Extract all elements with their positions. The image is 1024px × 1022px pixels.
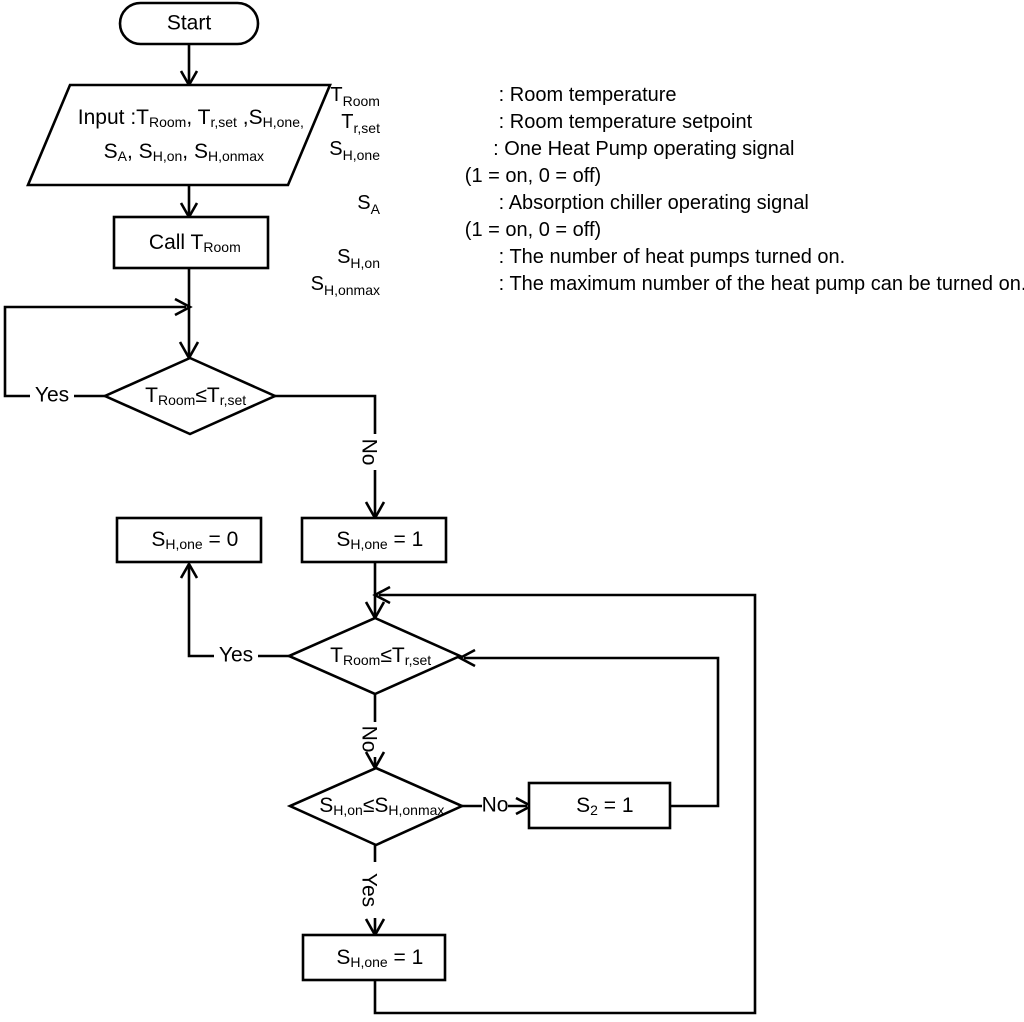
- legend-row-shone: SH,one : One Heat Pump operating signal …: [268, 138, 844, 187]
- node-input-label-line1: Input :TRoom, Tr,set ,SH,one,: [25, 106, 344, 134]
- node-start-label: Start: [167, 12, 212, 35]
- edge-outer-feedback-loop: [372, 585, 757, 1015]
- d2-rhs-sub: r,set: [405, 652, 432, 668]
- input-l1-mid1: , T: [186, 106, 210, 129]
- node-decision1-label: TRoom≤Tr,set: [93, 384, 287, 412]
- legend-row-sa: SA : Absorption chiller operating signal…: [296, 192, 859, 241]
- legend-symbol-sa: SA: [296, 192, 430, 219]
- edge-label-decision1-no: No: [357, 439, 380, 466]
- node-s2-label: S2 = 1: [524, 794, 675, 818]
- node-call-troom[interactable]: Call TRoom: [96, 215, 281, 270]
- d3-rhs-sub: H,onmax: [388, 802, 444, 818]
- node-start[interactable]: Start: [118, 1, 260, 46]
- node-decision2-label: TRoom≤Tr,set: [278, 644, 472, 672]
- legend-desc-shon: : The number of heat pumps turned on.: [432, 246, 895, 268]
- edge-sh1-to-decision2: [364, 562, 386, 621]
- edge-label-decision2-no: No: [357, 726, 380, 753]
- input-l1-sub1: Room: [149, 114, 186, 130]
- legend-note-shone: (1 = on, 0 = off): [465, 165, 601, 187]
- legend-symbol-shonmax: SH,onmax: [249, 273, 430, 300]
- input-l2-b: , S: [127, 140, 153, 163]
- node-decision-room-temp-2[interactable]: TRoom≤Tr,set: [278, 616, 472, 696]
- input-l1-prefix: Input :T: [78, 106, 149, 129]
- legend-desc-troom: : Room temperature: [432, 84, 727, 106]
- d1-lhs-sub: Room: [158, 392, 195, 408]
- input-l2-c: , S: [182, 140, 208, 163]
- input-l2-sub-a: A: [118, 148, 128, 164]
- input-l1-mid2: ,S: [237, 106, 263, 129]
- node-decision-room-temp-1[interactable]: TRoom≤Tr,set: [93, 356, 287, 436]
- node-set-s2-1[interactable]: S2 = 1: [524, 781, 675, 830]
- input-l1-sub3: H,one,: [263, 114, 304, 130]
- edge-start-to-input: [179, 43, 199, 88]
- node-set-sh-one-0[interactable]: SH,one = 0: [99, 516, 279, 564]
- legend-row-troom: TRoom : Room temperature: [270, 84, 727, 111]
- edge-label-decision3-no: No: [482, 794, 509, 817]
- edge-label-decision3-yes: Yes: [357, 873, 380, 907]
- edge-input-to-call: [179, 185, 199, 220]
- edge-label-decision2-yes: Yes: [219, 644, 253, 667]
- s2-sub: 2: [590, 802, 598, 818]
- sh1b-sub: H,one: [350, 954, 388, 970]
- legend-desc-shone: : One Heat Pump operating signal: [432, 138, 844, 160]
- legend-row-trset: Tr,set : Room temperature setpoint: [281, 111, 802, 138]
- sh1t-suffix: = 1: [388, 528, 424, 551]
- node-input[interactable]: Input :TRoom, Tr,set ,SH,one, SA, SH,on,…: [25, 83, 344, 187]
- input-l2-sub-b: H,on: [153, 148, 183, 164]
- sh1t-prefix: S: [336, 528, 350, 551]
- d1-lhs: T: [145, 384, 158, 407]
- legend-note-sa: (1 = on, 0 = off): [465, 219, 601, 241]
- input-l2-sub-c: H,onmax: [208, 148, 264, 164]
- input-l2-a: S: [104, 140, 118, 163]
- sh1t-sub: H,one: [350, 536, 388, 552]
- call-prefix: Call T: [149, 231, 204, 254]
- node-input-label-line2: SA, SH,on, SH,onmax: [51, 140, 305, 168]
- edge-label-decision1-yes: Yes: [35, 384, 69, 407]
- legend-symbol-trset: Tr,set: [281, 111, 430, 138]
- edge-call-to-decision1: [178, 268, 200, 361]
- node-decision-heatpump-count[interactable]: SH,on≤SH,onmax: [267, 766, 486, 847]
- node-set-sh-one-1-bottom[interactable]: SH,one = 1: [284, 933, 464, 982]
- edge-decision2-yes: [179, 561, 289, 658]
- d1-op: ≤T: [195, 384, 220, 407]
- node-sh0-label: SH,one = 0: [99, 528, 279, 552]
- legend-row-shonmax: SH,onmax : The maximum number of the hea…: [249, 273, 1024, 300]
- sh0-prefix: S: [151, 528, 165, 551]
- s2-prefix: S: [576, 794, 590, 817]
- d3-lhs: S: [319, 794, 333, 817]
- sh0-suffix: = 0: [203, 528, 239, 551]
- d3-op: ≤S: [363, 794, 389, 817]
- edge-s2-feedback-loop: [457, 648, 720, 808]
- node-sh1-bottom-label: SH,one = 1: [284, 946, 464, 970]
- legend-desc-trset: : Room temperature setpoint: [432, 111, 802, 133]
- d3-lhs-sub: H,on: [333, 802, 363, 818]
- sh1b-prefix: S: [336, 946, 350, 969]
- node-decision3-label: SH,on≤SH,onmax: [267, 794, 486, 822]
- input-l1-sub2: r,set: [210, 114, 237, 130]
- d1-rhs-sub: r,set: [220, 392, 247, 408]
- legend: TRoom : Room temperature Tr,set : Room t…: [249, 84, 1024, 300]
- d2-lhs: T: [330, 644, 343, 667]
- legend-desc-sa: : Absorption chiller operating signal: [432, 192, 859, 214]
- sh1b-suffix: = 1: [388, 946, 424, 969]
- call-sub: Room: [203, 239, 240, 255]
- d2-lhs-sub: Room: [343, 652, 380, 668]
- node-sh1-top-label: SH,one = 1: [284, 528, 464, 552]
- legend-symbol-shone: SH,one: [268, 138, 430, 165]
- edge-decision1-yes-loop: [3, 297, 193, 398]
- node-call-label: Call TRoom: [96, 231, 281, 259]
- d2-op: ≤T: [380, 644, 405, 667]
- legend-desc-shonmax: : The maximum number of the heat pump ca…: [432, 273, 1024, 295]
- sh0-sub: H,one: [165, 536, 203, 552]
- legend-symbol-troom: TRoom: [270, 84, 430, 111]
- legend-symbol-shon: SH,on: [276, 246, 430, 273]
- node-set-sh-one-1-top[interactable]: SH,one = 1: [284, 516, 464, 564]
- s2-suffix: = 1: [598, 794, 634, 817]
- legend-row-shon: SH,on : The number of heat pumps turned …: [276, 246, 895, 273]
